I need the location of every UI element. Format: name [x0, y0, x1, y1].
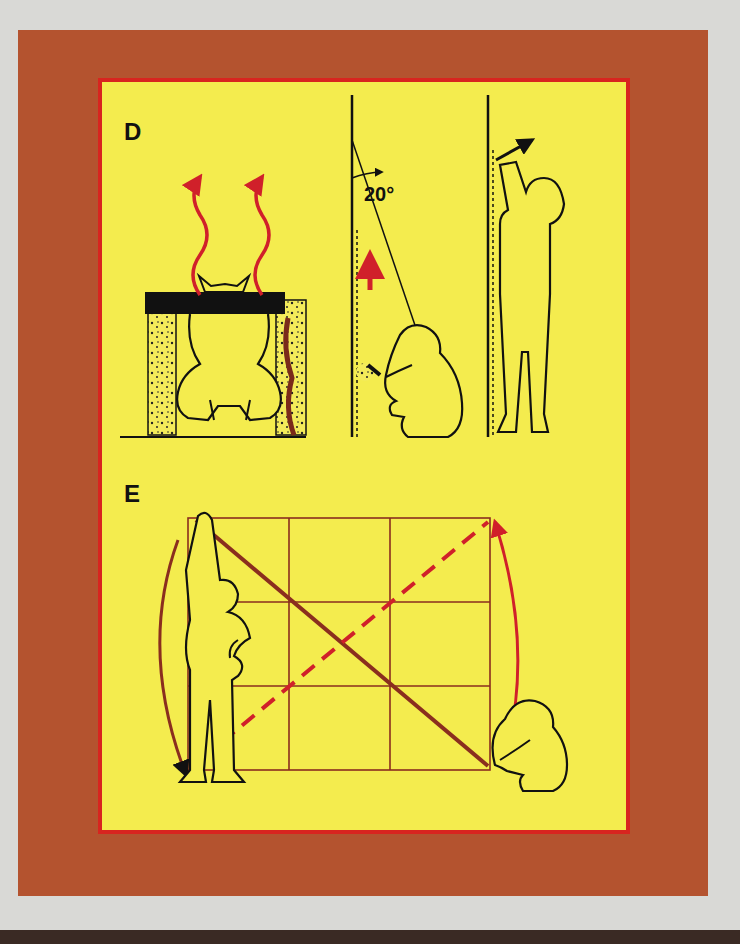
figure-beam-holder — [120, 276, 306, 437]
figure-crouching-e — [493, 700, 567, 791]
spray-path-dashed — [222, 522, 488, 742]
brown-frame — [18, 30, 708, 896]
angle-dimension: 20° — [364, 184, 394, 204]
bottom-band — [0, 930, 740, 944]
sweep-arrow-left — [160, 540, 186, 775]
figure-sprayer-crouching — [352, 95, 462, 437]
section-letter: E — [124, 482, 140, 506]
yellow-panel — [100, 80, 628, 832]
heat-arrows — [193, 177, 269, 295]
section-letter: D — [124, 120, 141, 144]
figure-standing-e — [180, 513, 250, 782]
figure-sprayer-standing — [488, 95, 564, 437]
